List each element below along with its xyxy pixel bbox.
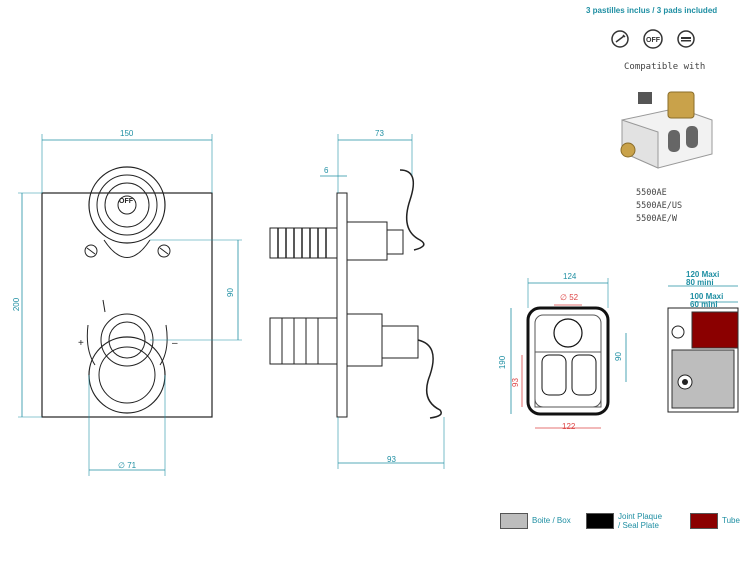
box-hole-dim: ∅ 52 xyxy=(560,293,579,302)
plus-sign: + xyxy=(78,338,84,349)
legend-label-tube: Tube xyxy=(722,516,740,525)
legend-swatch-box xyxy=(500,513,528,529)
legend-label-seal: Joint Plaque / Seal Plate xyxy=(618,512,663,530)
box-inner-dim: 93 xyxy=(510,378,520,387)
box-side-max-dim: 120 Maxi xyxy=(686,270,720,279)
box-bottom-dim: 122 xyxy=(562,422,576,431)
front-view-drawing xyxy=(0,120,260,480)
model-2: 5500AE/US xyxy=(636,201,683,211)
box-side-drawing xyxy=(655,265,750,425)
box-width-dim: 124 xyxy=(563,272,577,281)
front-vertical-dim: 90 xyxy=(225,288,235,297)
valve-box-image xyxy=(608,86,720,172)
side-total-dim: 93 xyxy=(387,455,396,464)
legend-swatch-tube xyxy=(690,513,718,529)
minus-sign: – xyxy=(172,338,178,349)
off-icon: OFF xyxy=(643,29,663,49)
side-view-drawing xyxy=(260,120,460,480)
front-width-dim: 150 xyxy=(120,129,134,138)
box-vertical-dim: 90 xyxy=(613,352,623,361)
legend-swatch-seal xyxy=(586,513,614,529)
showerhead-icon xyxy=(677,30,695,48)
front-height-dim: 200 xyxy=(12,297,22,312)
svg-text:OFF: OFF xyxy=(646,37,661,44)
side-depth-dim: 73 xyxy=(375,129,384,138)
side-plate-dim: 6 xyxy=(324,166,329,175)
box-side-max2-dim: 100 Maxi xyxy=(690,292,724,301)
compatible-text: Compatible with xyxy=(624,62,706,72)
box-front-drawing xyxy=(500,260,640,440)
front-diameter-dim: ∅ 71 xyxy=(118,461,137,470)
off-label: OFF xyxy=(119,198,133,205)
box-height-dim: 190 xyxy=(498,355,508,370)
box-side-min-dim: 80 mini xyxy=(686,278,714,287)
model-1: 5500AE xyxy=(636,188,667,198)
shower-icon xyxy=(611,30,629,48)
model-3: 5500AE/W xyxy=(636,214,677,224)
legend-label-box: Boite / Box xyxy=(532,516,571,525)
pads-included-text: 3 pastilles inclus / 3 pads included xyxy=(586,6,718,15)
box-side-min2-dim: 60 mini xyxy=(690,300,718,309)
